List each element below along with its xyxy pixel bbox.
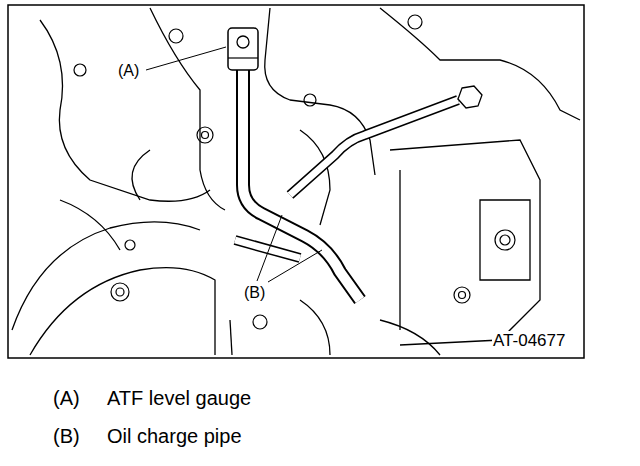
housing-outline bbox=[60, 200, 120, 250]
housing-outline bbox=[230, 320, 232, 355]
bolt bbox=[459, 292, 466, 299]
leader-lines bbox=[146, 47, 322, 282]
bolt bbox=[253, 315, 267, 329]
bolt bbox=[454, 287, 470, 303]
gauge-cap bbox=[228, 57, 258, 58]
bolt bbox=[197, 127, 213, 143]
housing-outline bbox=[390, 140, 540, 345]
bolt bbox=[500, 235, 510, 245]
bolt bbox=[116, 288, 124, 296]
bolts bbox=[74, 15, 515, 329]
legend-letter: (A) bbox=[52, 387, 81, 410]
bolt bbox=[125, 240, 135, 250]
bolt bbox=[202, 132, 209, 139]
atf-level-gauge bbox=[228, 28, 258, 70]
figure-code: AT-04677 bbox=[492, 331, 566, 351]
callout-letter: (A) bbox=[117, 62, 140, 80]
housing-outline bbox=[380, 320, 440, 355]
housing-outline bbox=[480, 200, 530, 280]
leader-line bbox=[268, 250, 322, 282]
leader-line bbox=[146, 47, 226, 70]
oil-charge-pipe bbox=[243, 70, 360, 300]
bolt bbox=[495, 230, 515, 250]
housing-outline bbox=[132, 150, 150, 200]
housing-outline bbox=[40, 20, 210, 201]
transmission-housing bbox=[12, 8, 580, 355]
pipe-outline bbox=[243, 70, 360, 300]
union-bolt bbox=[458, 86, 482, 108]
pipe-body bbox=[243, 70, 360, 300]
bolt bbox=[74, 64, 86, 76]
figure-frame bbox=[8, 5, 584, 358]
housing-outline bbox=[399, 170, 400, 330]
callout-letter: (B) bbox=[243, 284, 266, 302]
part-name: Oil charge pipe bbox=[106, 425, 243, 448]
legend-letter: (B) bbox=[52, 425, 81, 448]
tube bbox=[290, 100, 458, 195]
bolt bbox=[408, 15, 422, 29]
bolt bbox=[304, 94, 316, 106]
part-name: ATF level gauge bbox=[106, 387, 252, 410]
housing-outline bbox=[300, 300, 330, 355]
housing-outline bbox=[30, 268, 215, 355]
gauge-ring bbox=[237, 36, 249, 48]
housing-outline bbox=[12, 222, 200, 330]
cooler-tubes bbox=[235, 86, 482, 258]
bolt bbox=[111, 283, 129, 301]
leader-line bbox=[257, 215, 282, 281]
tube bbox=[235, 240, 300, 258]
tube bbox=[290, 100, 458, 195]
housing-outline bbox=[150, 8, 225, 210]
gauge-cap bbox=[228, 28, 258, 70]
housing-outline bbox=[380, 8, 580, 120]
bolt bbox=[169, 29, 183, 43]
tube bbox=[235, 240, 300, 258]
